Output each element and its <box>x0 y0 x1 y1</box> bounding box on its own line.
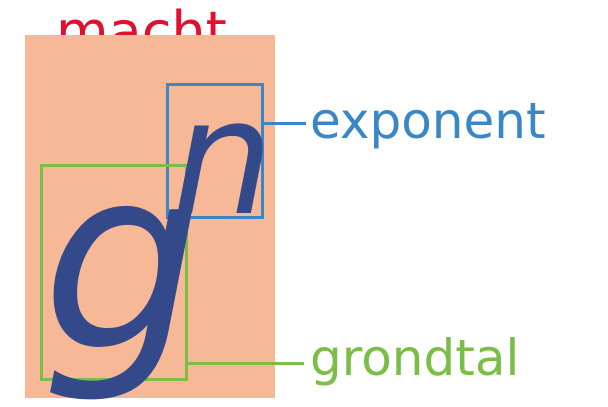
exponent-leader-line <box>264 122 306 125</box>
power-diagram: macht g n exponent grondtal <box>25 0 546 407</box>
base-leader-line <box>188 362 304 365</box>
exponent-symbol: n <box>172 64 274 251</box>
exponent-box <box>166 83 264 219</box>
base-symbol: g <box>42 114 202 407</box>
base-label: grondtal <box>310 329 520 387</box>
exponent-label: exponent <box>310 92 546 150</box>
base-box <box>40 164 188 381</box>
